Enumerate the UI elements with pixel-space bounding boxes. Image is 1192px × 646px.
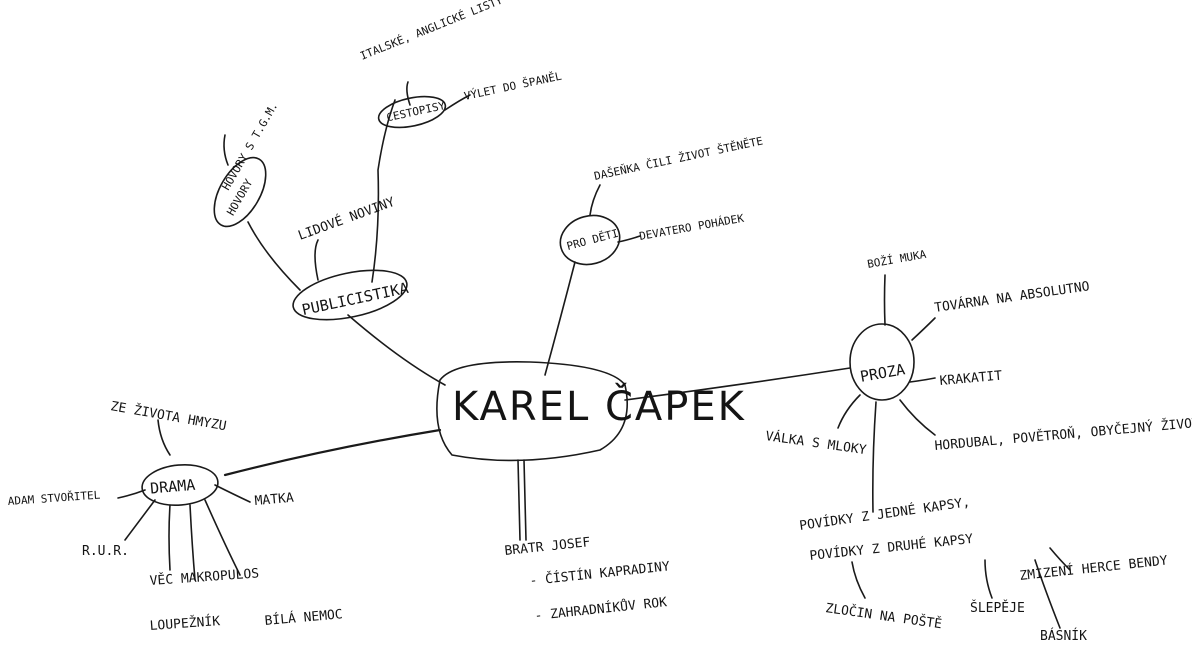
edge-central-bratr-b bbox=[523, 459, 527, 541]
edge-publicistika-lidove bbox=[314, 239, 319, 281]
drama-loupeznik: LOUPEŽNÍK bbox=[149, 613, 221, 634]
proza-povidky-2: POVÍDKY Z DRUHÉ KAPSY bbox=[809, 531, 974, 564]
proza-oval bbox=[849, 323, 915, 401]
central-node-outline bbox=[436, 361, 629, 462]
edge-publicistika-cestopisy bbox=[371, 99, 396, 283]
edge-drama-loupeznik bbox=[189, 504, 196, 581]
edge-proza-valka bbox=[837, 394, 861, 429]
proza-zmizeni: ZMIZENÍ HERCE BENDY bbox=[1019, 553, 1169, 584]
rozhovory-oval bbox=[213, 156, 267, 228]
edge-rozhovory-tgm bbox=[223, 134, 229, 166]
edge-povidky-zlocin bbox=[851, 561, 866, 599]
prodeti-oval bbox=[559, 214, 621, 266]
edge-central-drama bbox=[223, 428, 442, 477]
node-proza: PROZA BOŽÍ MUKA TOVÁRNA NA ABSOLUTNO KRA… bbox=[764, 248, 1192, 644]
cestopisy-vylet: VÝLET DO ŠPANĚL bbox=[463, 69, 563, 102]
edge-central-publicistika bbox=[347, 314, 446, 386]
drama-bila-nemoc: BÍLÁ NEMOC bbox=[264, 606, 343, 629]
edge-drama-matka bbox=[214, 484, 251, 503]
edge-central-prodeti bbox=[544, 261, 576, 376]
proza-povidky-1: POVÍDKY Z JEDNÉ KAPSY, bbox=[798, 494, 971, 534]
proza-zlocin: ZLOČIN NA POŠTĚ bbox=[824, 600, 942, 632]
drama-vec: VĚC MAKROPULOS bbox=[149, 565, 259, 589]
publicistika-label: PUBLICISTIKA bbox=[300, 279, 410, 319]
edge-proza-bozi bbox=[883, 274, 886, 326]
publicistika-lidove-noviny: LIDOVÉ NOVINY bbox=[296, 194, 397, 244]
edge-prodeti-dasenka bbox=[589, 184, 601, 216]
edge-proza-hordubal bbox=[899, 399, 936, 436]
proza-label: PROZA bbox=[859, 360, 907, 386]
central-label: KAREL ČAPEK bbox=[452, 382, 746, 430]
edge-central-bratr-a bbox=[517, 459, 521, 541]
proza-basnik: BÁSNÍK bbox=[1040, 628, 1087, 644]
node-drama: DRAMA ZE ŽIVOTA HMYZU ADAM STVOŘITEL R.U… bbox=[7, 398, 343, 634]
bratr-krakonos: - ČÍSTÍN KAPRADINY bbox=[529, 558, 671, 589]
drama-ze-zivota: ZE ŽIVOTA HMYZU bbox=[109, 398, 227, 434]
node-publicistika: PUBLICISTIKA LIDOVÉ NOVINY CESTOPISY ITA… bbox=[213, 0, 563, 321]
node-bratr-josef: BRATR JOSEF - ČÍSTÍN KAPRADINY - ZAHRADN… bbox=[504, 535, 671, 624]
edge-central-proza bbox=[624, 367, 851, 401]
edge-povidky-slepec bbox=[984, 559, 993, 599]
proza-slepec: ŠLEPĚJE bbox=[970, 600, 1025, 616]
cestopisy-oval bbox=[377, 95, 447, 129]
prodeti-devatero: DEVATERO POHÁDEK bbox=[638, 212, 745, 243]
edge-cestopisy-italske bbox=[406, 81, 411, 106]
drama-label: DRAMA bbox=[149, 476, 196, 498]
rozhovory-tgm: HOVORY S T.G.M. bbox=[220, 100, 281, 193]
edge-drama-adam bbox=[117, 489, 146, 499]
proza-tovarna: TOVÁRNA NA ABSOLUTNO bbox=[933, 278, 1090, 316]
edge-drama-zezivota bbox=[157, 419, 171, 456]
publicistika-oval bbox=[292, 269, 408, 321]
drama-matka: MATKA bbox=[254, 491, 294, 509]
proza-valka: VÁLKA S MLOKY bbox=[764, 428, 867, 458]
proza-bozi-muka: BOŽÍ MUKA bbox=[866, 248, 927, 271]
edge-publicistika-rozhovory bbox=[247, 221, 301, 291]
bratr-zahradnik: - ZAHRADNÍKŮV ROK bbox=[534, 594, 668, 624]
edge-drama-vec2 bbox=[204, 499, 241, 576]
edge-prodeti-devatero bbox=[617, 235, 641, 243]
central-node: KAREL ČAPEK bbox=[436, 361, 746, 462]
edge-drama-rur bbox=[124, 499, 156, 541]
proza-hordubal: HORDUBAL, POVĚTROŇ, OBYČEJNÝ ŽIVOT bbox=[934, 415, 1192, 454]
cestopisy-italske: ITALSKÉ, ANGLICKÉ LISTY bbox=[358, 0, 504, 63]
edge-proza-tovarna bbox=[911, 317, 936, 341]
node-pro-deti: PRO DĚTI DAŠEŇKA ČILI ŽIVOT ŠTĚNĚTE DEVA… bbox=[559, 134, 764, 266]
edge-povidky-basnik bbox=[1034, 559, 1061, 629]
prodeti-dasenka: DAŠEŇKA ČILI ŽIVOT ŠTĚNĚTE bbox=[593, 134, 764, 183]
edge-proza-povidky bbox=[872, 401, 877, 513]
drama-rur: R.U.R. bbox=[82, 544, 129, 559]
proza-krakatit: KRAKATIT bbox=[939, 369, 1003, 389]
edge-proza-krakatit bbox=[909, 377, 936, 383]
edge-povidky-zmizeni bbox=[1049, 547, 1071, 571]
edge-cestopisy-vylet bbox=[444, 94, 471, 111]
drama-adam: ADAM STVOŘITEL bbox=[7, 489, 101, 508]
connectors bbox=[117, 81, 1071, 629]
bratr-label: BRATR JOSEF bbox=[504, 535, 591, 559]
prodeti-label: PRO DĚTI bbox=[565, 227, 620, 253]
edge-drama-vec bbox=[168, 504, 171, 571]
drama-oval bbox=[141, 464, 219, 506]
